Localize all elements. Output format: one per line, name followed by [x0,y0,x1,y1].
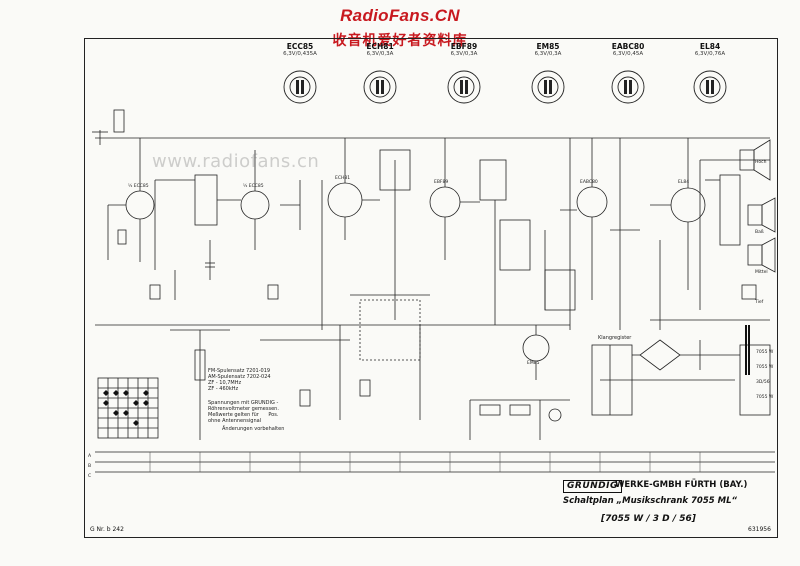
tube-spec: 6,3V/0,45A [612,51,644,57]
watermark-site-subtitle: 收音机爱好者资料库 [332,33,468,49]
stage-label-eabc80: EABC80 [580,180,598,185]
tube-label-el84: EL84 6,3V/0,76A [685,42,735,57]
speaker-label-2: Baß [755,230,764,235]
stage-label-em85: EM85 [527,361,540,366]
tube-label-eabc80: EABC80 6,3V/0,45A [603,42,653,57]
tube-spec: 6,3V/0,3A [366,51,394,57]
brand-logo: GRUNDIG [563,480,622,493]
tube-spec: 6,3V/0,3A [450,51,478,57]
speaker-label-4: Tief [755,300,764,305]
grid-row-c: C [88,474,92,479]
tube-spec: 6,3V/0,435A [283,51,317,57]
model-number: [7055 W / 3 D / 56] [601,514,696,524]
plan-title: Schaltplan „Musikschrank 7055 ML“ [563,496,737,506]
tube-label-ech81: ECH81 6,3V/0,3A [355,42,405,57]
tube-name: EABC80 [611,42,645,51]
drawing-frame [84,38,778,538]
stage-label-ech81: ECH81 [335,176,351,181]
model-note-4: 7055 W [756,395,774,400]
coil-notes: FM-Spulensatz 7201-019 AM-Spulensatz 720… [208,368,271,392]
tube-label-ebf89: EBF89 6,3V/0,3A [439,42,489,57]
tube-label-ecc85: ECC85 6,3V/0,435A [275,42,325,57]
document-number: 631956 [748,526,771,533]
model-note-3: 3D/56 [756,380,770,385]
tube-spec: 6,3V/0,76A [694,51,726,57]
tube-name: ECH81 [366,42,394,51]
watermark-site-title: RadioFans.CN [340,6,460,25]
stage-label-mixer: ½ ECC85 [243,184,264,189]
company-name: WERKE-GMBH FÜRTH (BAY.) [615,480,748,490]
speaker-label-3: Mittel [755,270,768,275]
tube-name: EM85 [536,42,560,51]
stage-label-rf: ½ ECC85 [128,184,149,189]
tube-spec: 6,3V/0,3A [534,51,562,57]
tube-name: EL84 [699,42,721,51]
tube-name: ECC85 [286,42,314,51]
stage-label-el84: EL84 [678,180,690,185]
speaker-label-1: Hoch [755,160,767,165]
stage-label-ebf89: EBF89 [434,180,449,185]
watermark-center: www.radiofans.cn [152,151,320,172]
change-note: Änderungen vorbehalten [222,426,285,432]
model-note-1: 7055 W [756,350,774,355]
tube-name: EBF89 [450,42,478,51]
tone-note: Klangregister [598,335,632,341]
grid-row-a: A [88,454,92,459]
voltage-notes: Spannungen mit GRUNDIG - Röhrenvoltmeter… [208,400,279,424]
sheet-number: G Nr. b 242 [90,526,124,533]
grid-row-b: B [88,464,92,469]
tube-label-em85: EM85 6,3V/0,3A [523,42,573,57]
model-note-2: 7055 W [756,365,774,370]
